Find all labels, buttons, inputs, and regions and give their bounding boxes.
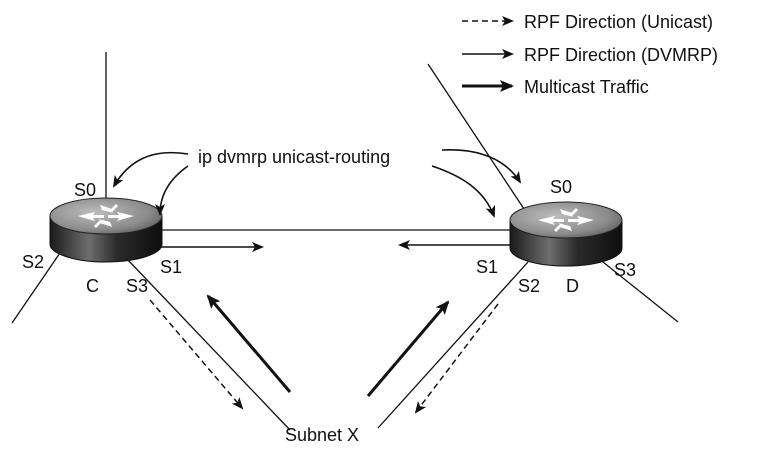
command-arrow-c-s1 (155, 165, 189, 216)
router-d-s3-label: S3 (614, 260, 636, 280)
router-c-name: C (86, 276, 99, 296)
legend: RPF Direction (Unicast) RPF Direction (D… (462, 12, 718, 97)
router-c-s1-label: S1 (160, 257, 182, 277)
router-c (49, 197, 163, 263)
command-label: ip dvmrp unicast-routing (198, 147, 390, 167)
link-d-s3 (597, 257, 679, 323)
legend-dvmrp-label: RPF Direction (DVMRP) (524, 45, 718, 65)
command-arrow-d-s1 (431, 165, 496, 218)
router-c-top (49, 197, 163, 235)
router-c-s2-label: S2 (22, 252, 44, 272)
rpf-unicast-arrow-c (149, 299, 244, 410)
router-d (509, 201, 623, 267)
router-c-arrows-icon (78, 204, 134, 228)
router-d-top (509, 201, 623, 239)
router-d-s2-label: S2 (518, 276, 540, 296)
command-arrow-c-s0 (112, 151, 189, 188)
legend-unicast-label: RPF Direction (Unicast) (524, 12, 713, 32)
multicast-arrow-c (206, 294, 292, 393)
network-links (11, 52, 679, 431)
router-c-s0-label: S0 (74, 180, 96, 200)
router-d-s1-label: S1 (476, 257, 498, 277)
link-c-s2 (11, 249, 63, 324)
link-d-s2-subnet (377, 261, 529, 429)
router-c-s3-label: S3 (126, 276, 148, 296)
multicast-arrow-d (366, 300, 450, 397)
command-arrow-d-s0 (441, 149, 522, 184)
rpf-unicast-arrow-d (414, 303, 499, 414)
router-d-name: D (566, 276, 579, 296)
legend-multicast-label: Multicast Traffic (524, 77, 649, 97)
subnet-label: Subnet X (285, 425, 359, 445)
link-d-s0 (427, 63, 531, 219)
command-arrows (112, 149, 522, 218)
link-c-s3-subnet (127, 259, 291, 431)
router-d-s0-label: S0 (550, 177, 572, 197)
router-d-arrows-icon (538, 208, 594, 232)
